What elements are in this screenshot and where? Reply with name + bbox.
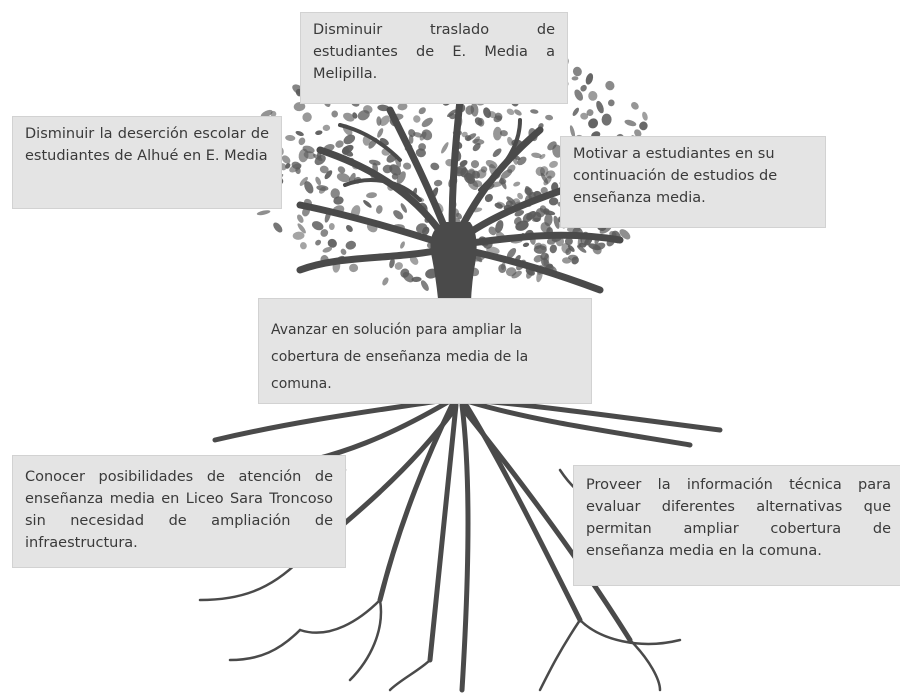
goal-box-right: Motivar a estudiantes en su continuación… xyxy=(560,136,826,228)
objective-box-trunk: Avanzar en solución para ampliar la cobe… xyxy=(258,298,592,404)
goal-box-left: Disminuir la deserción escolar de estudi… xyxy=(12,116,282,209)
cause-box-right: Proveer la información técnica para eval… xyxy=(573,465,900,586)
goal-box-top: Disminuir traslado de estudiantes de E. … xyxy=(300,12,568,104)
cause-box-left: Conocer posibilidades de atención de ens… xyxy=(12,455,346,568)
